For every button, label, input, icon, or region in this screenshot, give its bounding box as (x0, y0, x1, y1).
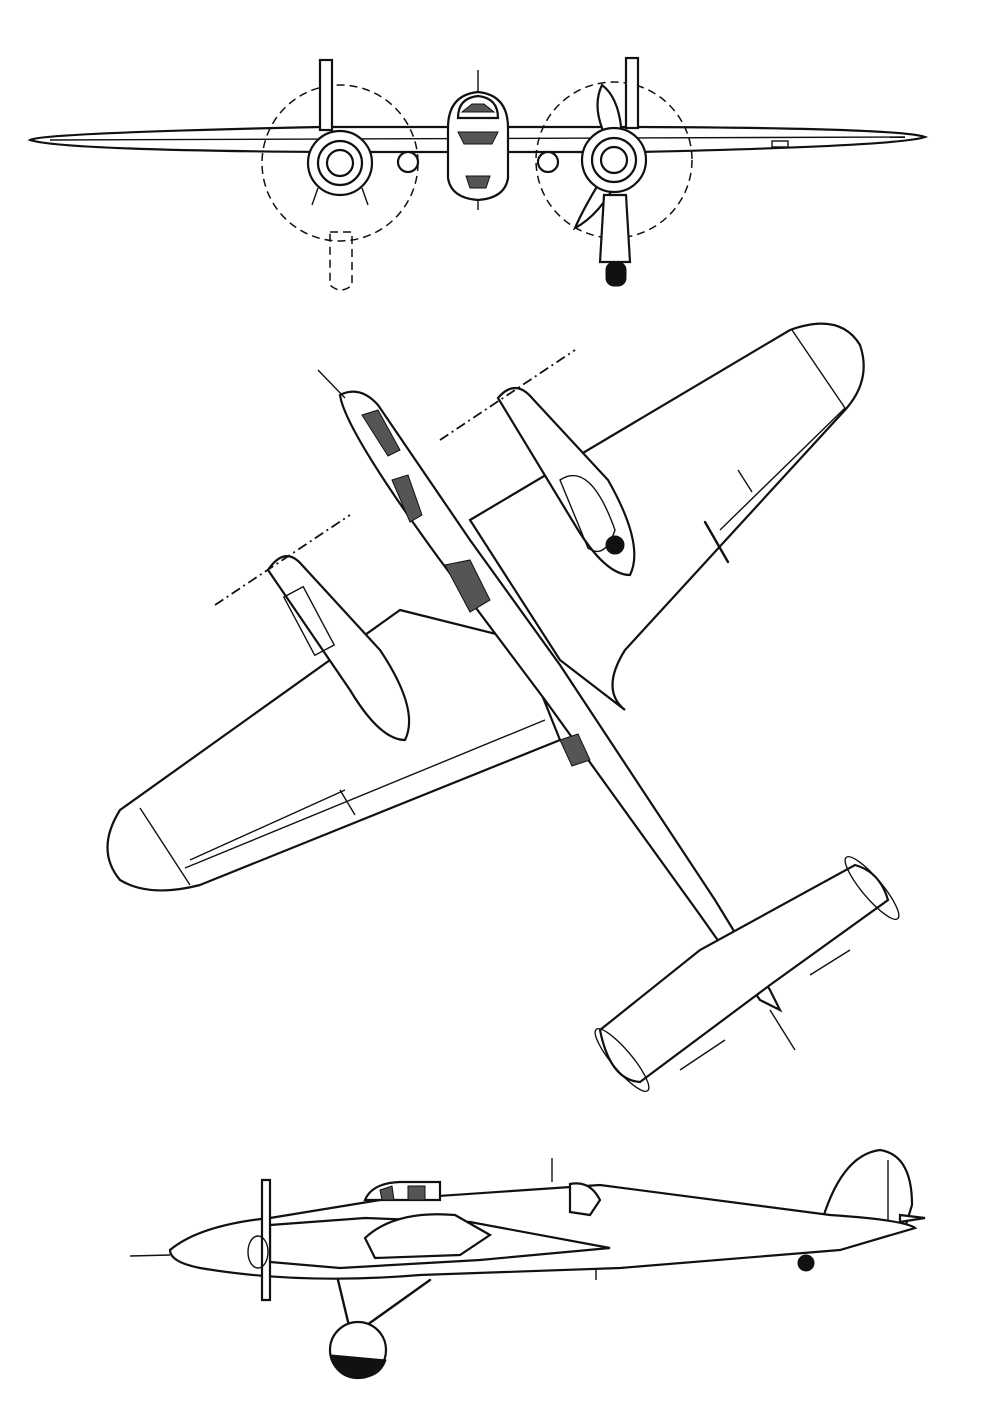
front-left-landing-gear-retracted (329, 231, 353, 291)
side-canopy (363, 1180, 442, 1202)
side-propeller (260, 1178, 272, 1302)
top-view (106, 322, 900, 1093)
top-left-propeller-line (214, 514, 351, 606)
side-tail-wheel (797, 1254, 815, 1272)
top-right-nacelle (496, 386, 636, 577)
side-fin (818, 1148, 914, 1230)
front-view (27, 56, 929, 291)
top-left-wing (106, 608, 562, 892)
side-view (129, 1148, 926, 1380)
front-right-landing-gear (598, 193, 632, 264)
side-main-landing-gear (358, 1278, 432, 1332)
top-fuselage (338, 390, 783, 1013)
top-right-wing (468, 322, 865, 711)
top-tailplane (598, 863, 890, 1084)
top-right-propeller-line (439, 349, 576, 441)
